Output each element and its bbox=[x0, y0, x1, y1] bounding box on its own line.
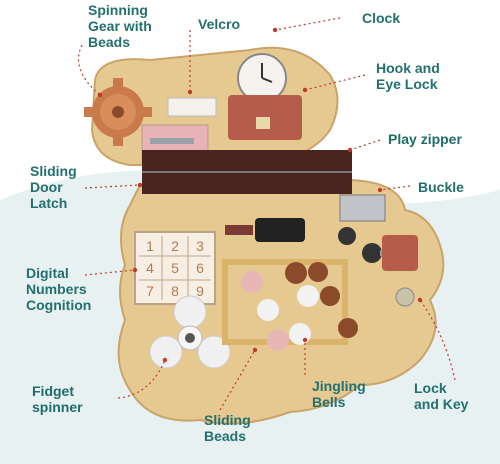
label-line: Hook and bbox=[376, 60, 440, 76]
label-hook-eye-lock: Hook and Eye Lock bbox=[376, 60, 440, 92]
label-line: Digital bbox=[26, 265, 69, 281]
label-line: Fidget bbox=[32, 383, 74, 399]
label-line: Beads bbox=[88, 34, 131, 50]
label-spinning-gear: Spinning Gear with Beads bbox=[88, 2, 152, 50]
label-play-zipper: Play zipper bbox=[388, 131, 462, 147]
lock-plate bbox=[339, 194, 386, 222]
key-icon bbox=[362, 243, 382, 263]
label-line: Spinning bbox=[88, 2, 148, 18]
clock-icon bbox=[237, 53, 287, 103]
label-line: spinner bbox=[32, 399, 83, 415]
label-digital-numbers: Digital Numbers Cognition bbox=[26, 265, 91, 313]
connector-lines bbox=[78, 17, 456, 411]
label-line: Jingling bbox=[312, 378, 366, 394]
bell-icon bbox=[395, 287, 415, 307]
lock-pad bbox=[382, 235, 418, 271]
key-icon bbox=[338, 227, 356, 245]
number-tile: 8 bbox=[171, 283, 179, 299]
label-sliding-door-latch: Sliding Door Latch bbox=[30, 163, 77, 211]
label-jingling-bells: Jingling Bells bbox=[312, 378, 366, 410]
label-line: Sliding bbox=[204, 412, 251, 428]
velcro-pad bbox=[167, 97, 217, 117]
label-line: Gear with bbox=[88, 18, 152, 34]
label-line: and Key bbox=[414, 396, 469, 412]
number-grid bbox=[139, 236, 211, 300]
label-fidget-spinner: Fidget spinner bbox=[32, 383, 83, 415]
label-line: Cognition bbox=[26, 297, 92, 313]
label-line: Lock bbox=[414, 380, 447, 396]
number-tile: 2 bbox=[171, 238, 179, 254]
label-lock-and-key: Lock and Key bbox=[414, 380, 468, 412]
gear-icon bbox=[84, 78, 152, 146]
number-tile: 3 bbox=[196, 238, 204, 254]
number-tile: 4 bbox=[146, 260, 154, 276]
number-tile: 9 bbox=[196, 283, 204, 299]
number-tile: 7 bbox=[146, 283, 154, 299]
label-line: Bells bbox=[312, 394, 346, 410]
number-tile: 5 bbox=[171, 260, 179, 276]
label-line: Door bbox=[30, 179, 63, 195]
number-tile: 1 bbox=[146, 238, 154, 254]
label-buckle: Buckle bbox=[418, 179, 464, 195]
label-line: Beads bbox=[204, 428, 247, 444]
label-line: Latch bbox=[30, 195, 68, 211]
beads bbox=[241, 262, 358, 351]
number-tile: 6 bbox=[196, 260, 204, 276]
buckle bbox=[255, 218, 305, 242]
label-line: Numbers bbox=[26, 281, 87, 297]
label-line: Sliding bbox=[30, 163, 77, 179]
label-line: Eye Lock bbox=[376, 76, 438, 92]
label-sliding-beads: Sliding Beads bbox=[204, 412, 251, 444]
label-clock: Clock bbox=[362, 10, 401, 26]
label-velcro: Velcro bbox=[198, 16, 241, 32]
